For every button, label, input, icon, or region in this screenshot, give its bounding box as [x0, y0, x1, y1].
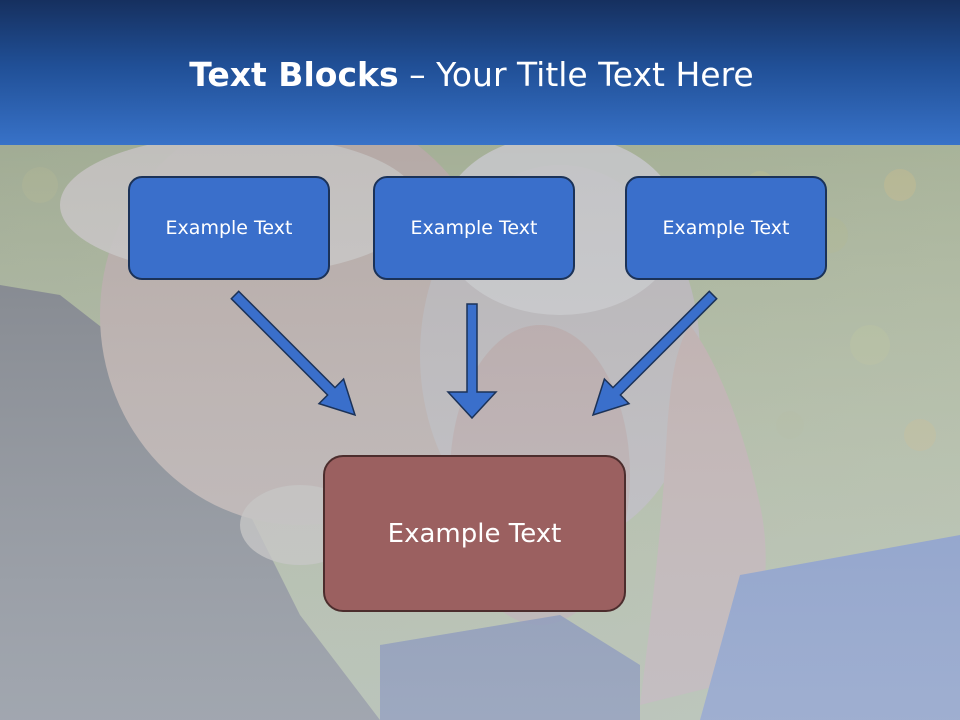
top-block-3[interactable]: Example Text — [625, 176, 827, 280]
top-block-2[interactable]: Example Text — [373, 176, 575, 280]
bottom-block[interactable]: Example Text — [323, 455, 626, 612]
top-block-2-text: Example Text — [410, 217, 538, 239]
top-block-1-text: Example Text — [165, 217, 293, 239]
bottom-block-text: Example Text — [387, 518, 562, 549]
slide-title[interactable]: Text Blocks – Your Title Text Here — [0, 52, 943, 98]
title-rest: Your Title Text Here — [436, 55, 754, 94]
title-bold-part: Text Blocks — [189, 55, 399, 94]
title-bar: Text Blocks – Your Title Text Here — [0, 0, 960, 145]
top-block-1[interactable]: Example Text — [128, 176, 330, 280]
title-dash: – — [398, 55, 437, 94]
top-block-3-text: Example Text — [662, 217, 790, 239]
